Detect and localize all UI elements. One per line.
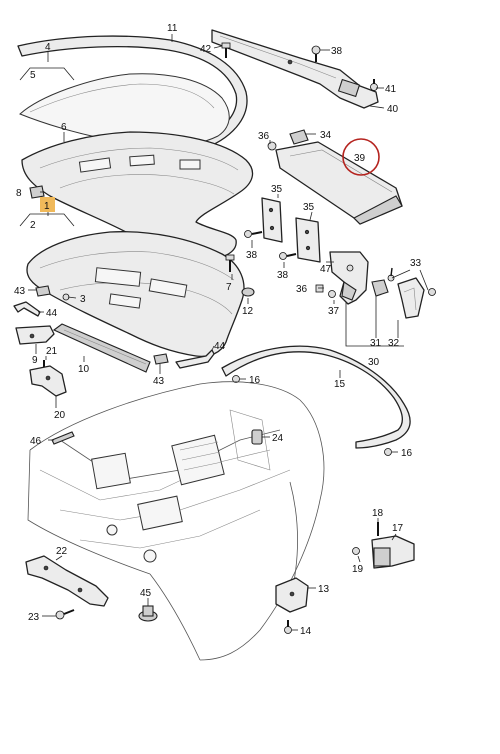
part-17-bracket xyxy=(371,535,415,569)
part-47-hinge-mechanism xyxy=(329,251,369,305)
part-15-side-seal xyxy=(221,345,411,449)
part-44-bracket-right xyxy=(175,349,215,369)
label-36-lower: 36 xyxy=(296,284,308,295)
label-10: 10 xyxy=(78,364,90,375)
label-40: 40 xyxy=(387,104,399,115)
part-44-bracket-left xyxy=(13,301,41,317)
part-9-bracket xyxy=(15,325,55,345)
part-1-storage-lid xyxy=(26,231,245,358)
label-34: 34 xyxy=(320,130,332,141)
label-47: 47 xyxy=(320,264,332,275)
part-33-fasteners xyxy=(387,267,436,296)
part-34-clip xyxy=(289,129,309,145)
label-1: 1 xyxy=(44,201,50,212)
part-16-clip-right xyxy=(384,448,392,456)
part-36-bolt-lower xyxy=(315,284,324,293)
part-labels: 11 4 5 42 38 41 40 6 36 34 39 35 35 8 1 … xyxy=(14,23,422,637)
part-24-buffer xyxy=(251,429,263,445)
label-38-mid-right: 38 xyxy=(277,270,289,281)
label-43-left: 43 xyxy=(14,286,26,297)
part-35-bracket-left xyxy=(261,197,283,243)
label-23: 23 xyxy=(28,612,40,623)
part-6-headliner xyxy=(21,131,254,262)
part-19-screw xyxy=(352,547,360,555)
label-30: 30 xyxy=(368,357,380,368)
part-45-stop xyxy=(138,605,158,622)
label-18: 18 xyxy=(372,508,384,519)
label-45: 45 xyxy=(140,588,152,599)
label-13: 13 xyxy=(318,584,330,595)
part-7-stud xyxy=(225,254,235,272)
part-38-screw-mid-left xyxy=(244,230,263,238)
leader-lines xyxy=(19,34,429,631)
label-39: 39 xyxy=(354,153,366,164)
part-43-clip-right xyxy=(153,353,169,365)
part-20-hinge xyxy=(29,365,67,397)
label-44-left: 44 xyxy=(46,308,58,319)
label-7: 7 xyxy=(226,282,232,293)
label-16-right: 16 xyxy=(401,448,413,459)
highlight-circle-part-39 xyxy=(342,138,380,176)
highlight-box-part-1 xyxy=(40,197,55,212)
label-32: 32 xyxy=(388,338,400,349)
label-46: 46 xyxy=(30,436,42,447)
part-41-screw xyxy=(370,79,378,91)
label-21: 21 xyxy=(46,346,58,357)
label-9: 9 xyxy=(32,355,38,366)
car-body-rear xyxy=(27,381,325,661)
label-22: 22 xyxy=(56,546,68,557)
label-44-right: 44 xyxy=(214,341,226,352)
label-16-left: 16 xyxy=(249,375,261,386)
part-10-trim-strip xyxy=(52,323,151,373)
part-38-screw-mid-right xyxy=(279,252,297,260)
part-22-hinge-plate xyxy=(25,555,109,607)
part-37-bolt xyxy=(328,290,336,298)
part-35-bracket-right xyxy=(295,217,321,263)
label-41: 41 xyxy=(385,84,397,95)
part-42-screw xyxy=(221,42,231,58)
part-40-bracket xyxy=(211,29,379,109)
label-6: 6 xyxy=(61,122,67,133)
label-11: 11 xyxy=(167,23,178,34)
part-23-bolt xyxy=(55,609,75,620)
label-20: 20 xyxy=(54,410,66,421)
label-5: 5 xyxy=(30,70,36,81)
part-31-bumper xyxy=(371,279,389,297)
part-14-bolt xyxy=(284,620,292,634)
part-12-grommet xyxy=(241,287,255,297)
part-16-clip-left xyxy=(232,375,240,383)
part-38-screw-top xyxy=(311,45,321,62)
part-43-clip-left xyxy=(35,285,51,297)
label-12: 12 xyxy=(242,306,254,317)
label-8: 8 xyxy=(16,188,22,199)
label-36-top: 36 xyxy=(258,131,270,142)
label-4: 4 xyxy=(45,42,51,53)
label-38-mid-left: 38 xyxy=(246,250,258,261)
part-46-strip xyxy=(51,431,75,445)
label-19: 19 xyxy=(352,564,364,575)
label-2: 2 xyxy=(30,220,36,231)
part-8-clip xyxy=(29,185,45,199)
label-3: 3 xyxy=(80,294,86,305)
part-36-washer xyxy=(267,141,277,151)
label-35-left: 35 xyxy=(271,184,283,195)
label-14: 14 xyxy=(300,626,312,637)
label-43-right: 43 xyxy=(153,376,165,387)
label-35-right: 35 xyxy=(303,202,315,213)
label-31: 31 xyxy=(370,338,382,349)
label-38-top: 38 xyxy=(331,46,343,57)
part-39-cover-panel xyxy=(275,141,403,225)
label-24: 24 xyxy=(272,433,284,444)
label-33: 33 xyxy=(410,258,422,269)
label-17: 17 xyxy=(392,523,404,534)
part-13-hinge-bracket xyxy=(275,577,309,613)
part-32-latch xyxy=(397,277,425,319)
label-37: 37 xyxy=(328,306,340,317)
label-15: 15 xyxy=(334,379,346,390)
label-42: 42 xyxy=(200,44,212,55)
